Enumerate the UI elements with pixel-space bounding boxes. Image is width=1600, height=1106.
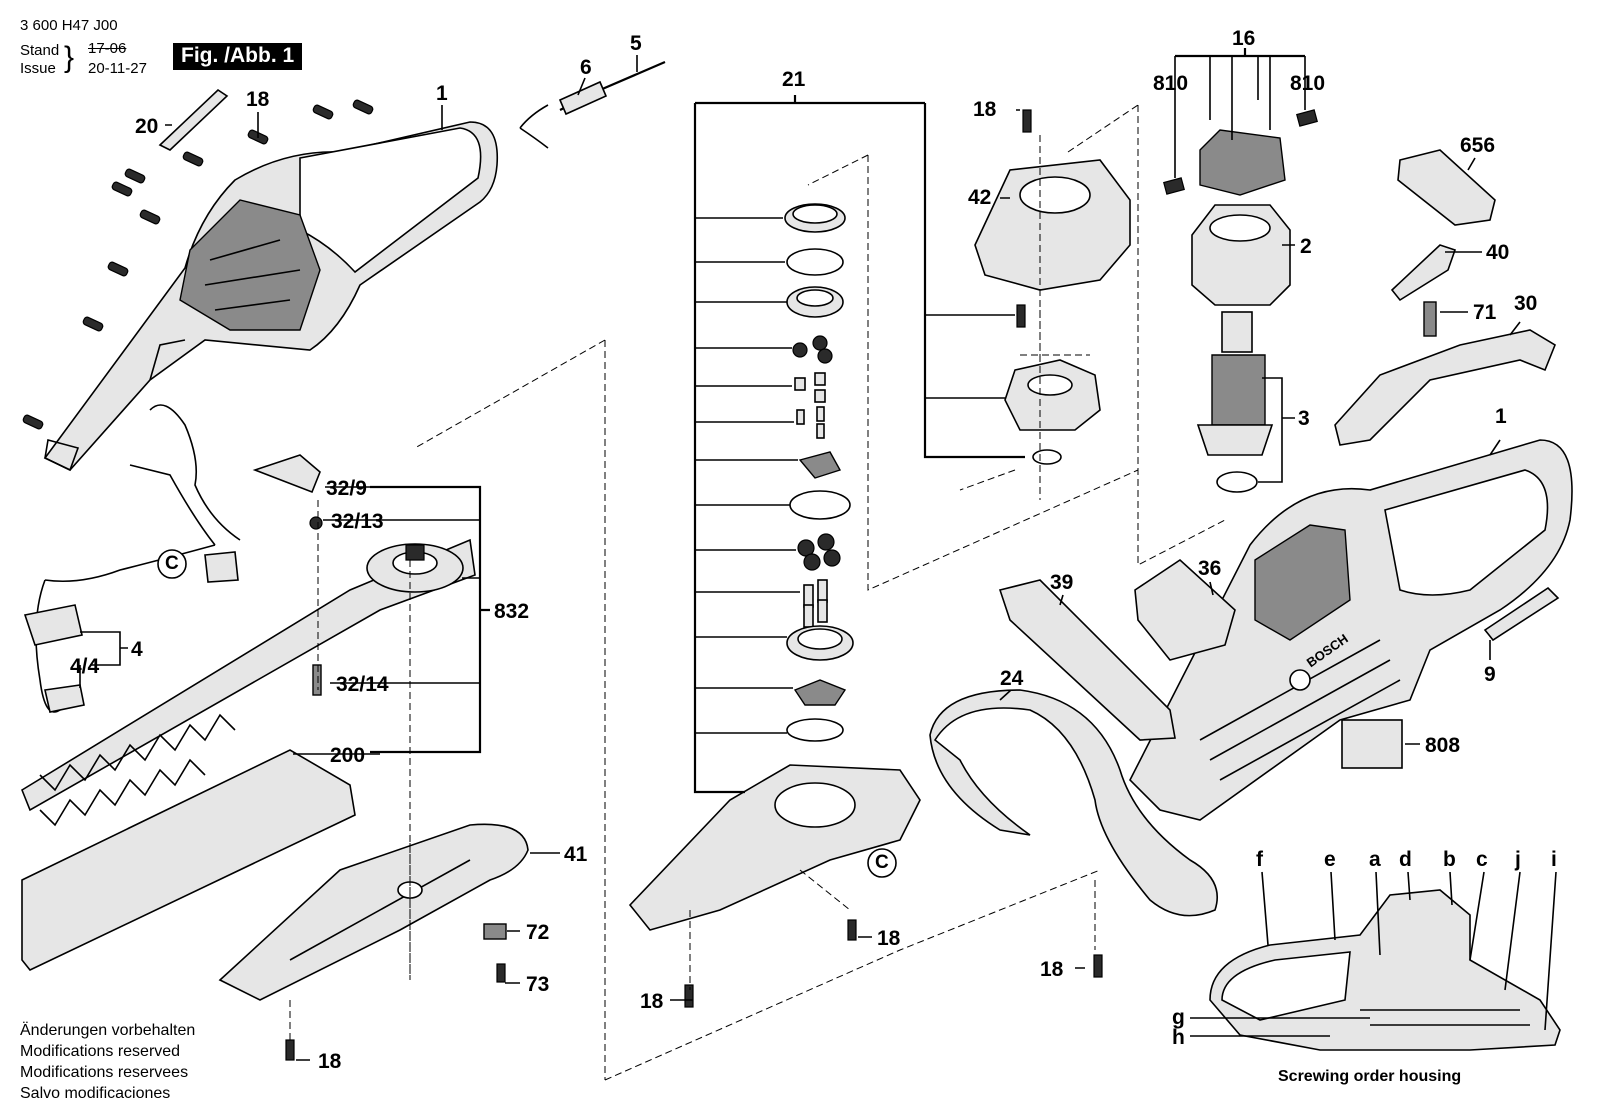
- screw-letter-j: j: [1515, 848, 1521, 871]
- callout-200: 200: [330, 744, 366, 767]
- vent-cover-39: [998, 579, 1176, 741]
- callout-2: 2: [1300, 235, 1312, 258]
- leader-lines: [79, 48, 1557, 1061]
- screw-18-base: [847, 919, 857, 941]
- callout-c-left: C: [165, 553, 179, 574]
- callout-73: 73: [526, 973, 550, 996]
- front-handle-24: [929, 689, 1219, 917]
- handle-30: [1334, 329, 1556, 446]
- doc-number: 3 600 H47 J00: [20, 17, 118, 34]
- callout-6: 6: [580, 56, 592, 79]
- callout-3: 3: [1298, 407, 1310, 430]
- screw-18-handle: [1093, 954, 1103, 978]
- screw-letter-h: h: [1172, 1026, 1185, 1049]
- callout-4-4: 4/4: [70, 655, 100, 678]
- screws-upper: [22, 99, 374, 430]
- callout-21: 21: [782, 68, 806, 91]
- block-72: [483, 923, 507, 940]
- callout-1-right: 1: [1495, 405, 1507, 428]
- callout-810-left: 810: [1153, 72, 1189, 95]
- callout-41: 41: [564, 843, 588, 866]
- callout-5: 5: [630, 32, 642, 55]
- modifications-es: Salvo modificaciones: [20, 1085, 171, 1102]
- callout-42: 42: [968, 186, 992, 209]
- callout-40: 40: [1486, 241, 1510, 264]
- brace-glyph: }: [64, 41, 75, 74]
- modifications-en: Modifications reserved: [20, 1043, 181, 1060]
- figure-label: Fig. /Abb. 1: [173, 43, 303, 70]
- screw-letter-c: c: [1476, 848, 1488, 871]
- upper-housing-shell: [43, 121, 499, 472]
- screw-order-inset: [1209, 889, 1561, 1051]
- screw-18-lower: [684, 984, 694, 1008]
- gear-stack-21: [784, 203, 854, 742]
- callout-808: 808: [1425, 734, 1461, 757]
- screw-letter-e: e: [1324, 848, 1336, 871]
- callout-72: 72: [526, 921, 550, 944]
- callout-18-motor: 18: [973, 98, 997, 121]
- main-housing-right: BOSCH: [1129, 439, 1573, 821]
- callout-18-handle: 18: [1040, 958, 1064, 981]
- stand-label: Stand: [20, 42, 60, 59]
- callout-18-base: 18: [877, 927, 901, 950]
- issue-label: Issue: [20, 60, 56, 77]
- callout-39: 39: [1050, 571, 1074, 594]
- callout-c-marker: [867, 848, 897, 878]
- spring-71: [1423, 301, 1437, 337]
- callout-9: 9: [1484, 663, 1496, 686]
- screw-letter-b: b: [1443, 848, 1456, 871]
- screw-letter-g: g: [1172, 1006, 1185, 1029]
- modifications-fr: Modifications reservees: [20, 1064, 189, 1081]
- part-656: [1397, 149, 1496, 226]
- callout-16: 16: [1232, 27, 1256, 50]
- brush-holder-16: [1163, 109, 1318, 196]
- assembly-dashed-lines: [289, 104, 1226, 1081]
- screw-letter-f: f: [1256, 848, 1263, 871]
- callout-18-bottom-center: 18: [640, 990, 664, 1013]
- callout-36: 36: [1198, 557, 1222, 580]
- callout-32-13: 32/13: [331, 510, 384, 533]
- callout-656: 656: [1460, 134, 1496, 157]
- screw-letter-d: d: [1399, 848, 1412, 871]
- screw-letter-a: a: [1369, 848, 1381, 871]
- callout-1-top: 1: [436, 82, 448, 105]
- callout-32-14: 32/14: [336, 673, 389, 696]
- blade-assembly: [21, 454, 476, 827]
- screw-73: [496, 963, 506, 983]
- issue-date: 20-11-27: [88, 60, 147, 77]
- vent-cover-36: [1134, 558, 1236, 661]
- callout-18-bottom-left: 18: [318, 1050, 342, 1073]
- callout-71: 71: [1473, 301, 1497, 324]
- callout-810-right: 810: [1290, 72, 1326, 95]
- screw-order-caption: Screwing order housing: [1278, 1068, 1462, 1085]
- screw-letter-i: i: [1551, 848, 1557, 871]
- fan-cover-42: [974, 109, 1131, 328]
- label-9: [1483, 586, 1560, 642]
- callout-24: 24: [1000, 667, 1024, 690]
- callout-32-9: 32/9: [326, 477, 367, 500]
- old-date: 17-06: [88, 40, 127, 57]
- callout-832: 832: [494, 600, 530, 623]
- part-40: [1390, 244, 1457, 302]
- bearing-housing: [1004, 359, 1101, 465]
- modifications-de: Änderungen vorbehalten: [20, 1022, 196, 1039]
- screw-18-bottom-left: [285, 1039, 295, 1061]
- callout-c-center: C: [875, 852, 889, 873]
- gearbox-base: [628, 764, 921, 931]
- callout-30: 30: [1514, 292, 1538, 315]
- power-cable: [519, 60, 666, 149]
- stator-2: [1191, 204, 1291, 306]
- label-strip-20: [158, 88, 229, 151]
- callout-4: 4: [131, 638, 143, 661]
- callout-18-top: 18: [246, 88, 270, 111]
- blade-guard-200: [21, 749, 356, 971]
- armature-3: [1196, 311, 1274, 493]
- label-808: [1341, 719, 1403, 769]
- callout-20: 20: [135, 115, 159, 138]
- wiring-harness: [23, 404, 241, 713]
